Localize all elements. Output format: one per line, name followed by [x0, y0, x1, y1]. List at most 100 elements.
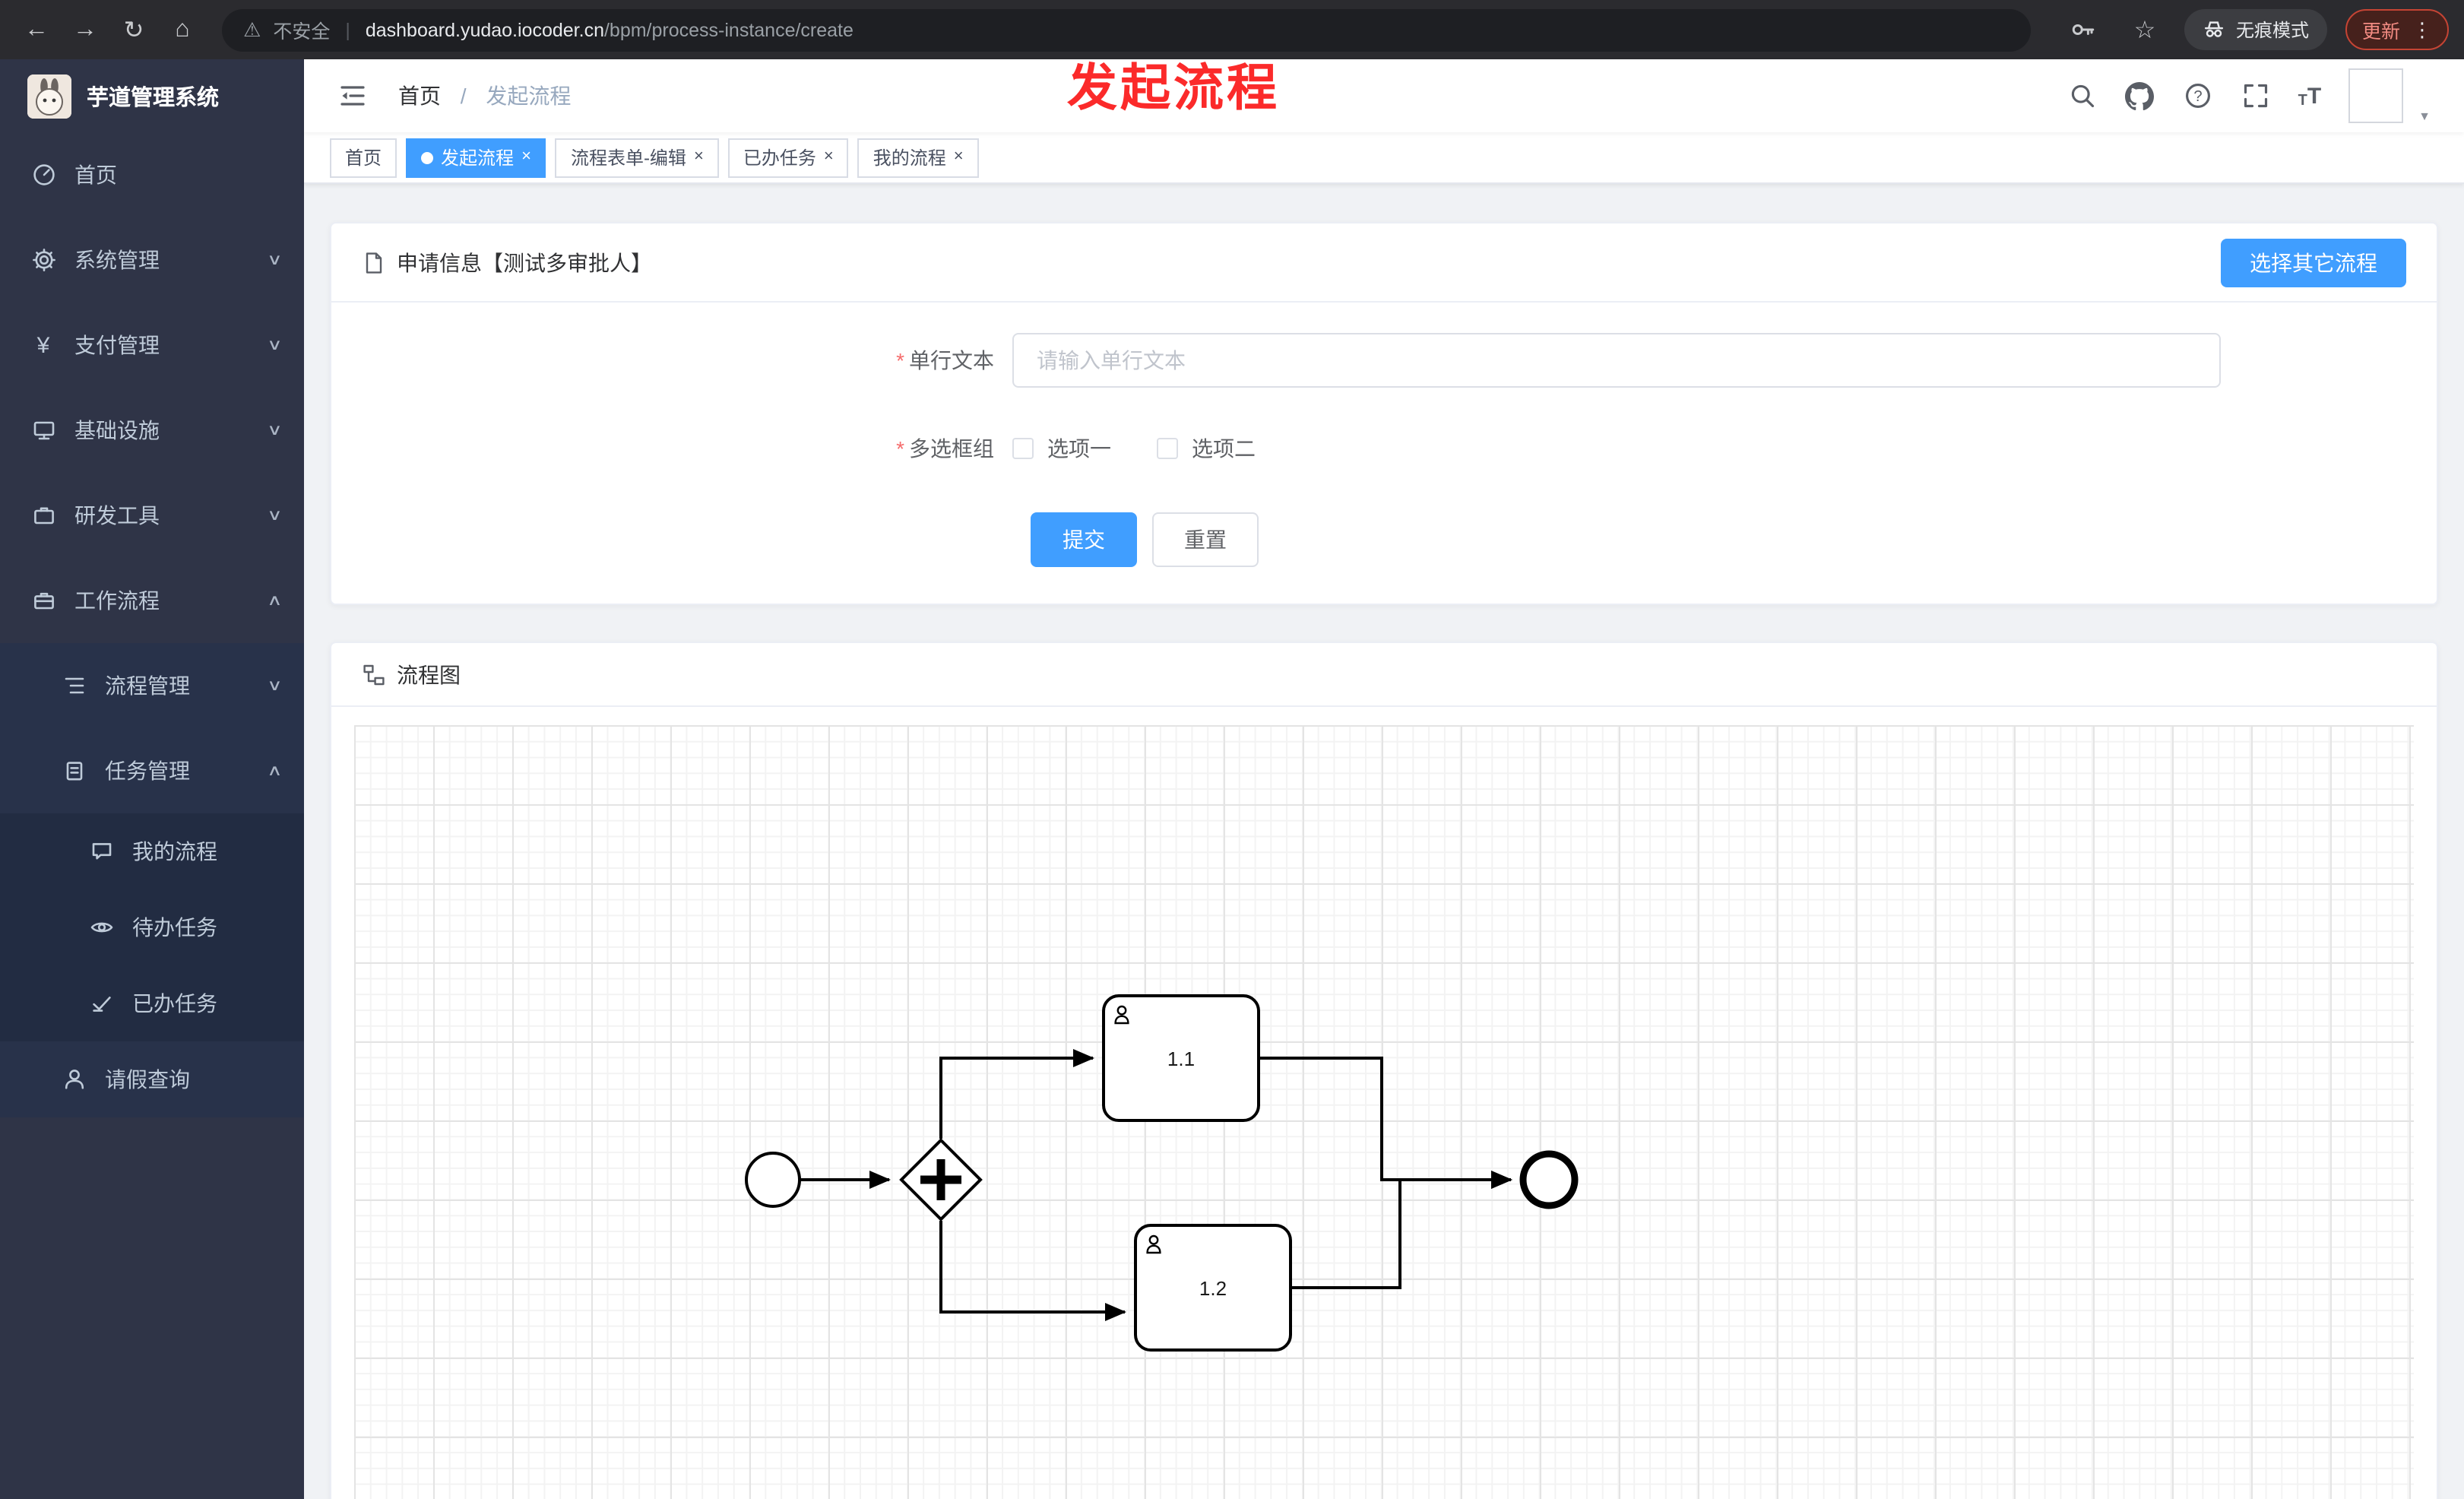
chevron-down-icon: ∨	[266, 252, 282, 268]
required-asterisk: *	[896, 348, 904, 372]
chevron-down-icon: ∨	[266, 337, 282, 353]
sidebar-item-infrastructure[interactable]: 基础设施 ∨	[0, 388, 304, 473]
browser-chrome: ← → ↻ ⌂ ⚠ 不安全 | dashboard.yudao.iocoder.…	[0, 0, 2464, 59]
password-key-icon[interactable]	[2063, 8, 2105, 51]
fullscreen-icon[interactable]	[2241, 81, 2271, 111]
sidebar-item-system[interactable]: 系统管理 ∨	[0, 217, 304, 303]
flow-gateway-to-task2[interactable]	[939, 1221, 1126, 1321]
url-text[interactable]: dashboard.yudao.iocoder.cn/bpm/process-i…	[366, 19, 854, 40]
task-label: 1.2	[1199, 1277, 1227, 1300]
close-icon[interactable]: ×	[521, 147, 531, 166]
user-task-icon	[1146, 1234, 1161, 1254]
sidebar-item-my-processes[interactable]: 我的流程	[0, 813, 304, 889]
flow-task2-to-end[interactable]	[1291, 1171, 1512, 1289]
sidebar-item-done-tasks[interactable]: 已办任务	[0, 965, 304, 1041]
sidebar-item-process-management[interactable]: 流程管理 ∨	[0, 643, 304, 728]
app-logo[interactable]: 芋道管理系统	[0, 59, 304, 132]
help-icon[interactable]: ?	[2183, 81, 2213, 111]
main-content: 申请信息【测试多审批人】 选择其它流程 *单行文本 *多选框组 选项一	[304, 184, 2464, 1499]
task-label: 1.1	[1167, 1047, 1195, 1070]
yen-icon: ¥	[36, 332, 50, 358]
eye-icon	[88, 914, 114, 940]
sidebar-item-workflow[interactable]: 工作流程 ∧	[0, 558, 304, 643]
single-line-text-input[interactable]	[1012, 333, 2221, 388]
sidebar-item-label: 已办任务	[132, 991, 217, 1016]
annotation-title: 发起流程	[1067, 59, 1280, 116]
reset-button[interactable]: 重置	[1152, 512, 1259, 567]
user-task-1-1[interactable]: 1.1	[1102, 994, 1260, 1122]
form-card-title: 申请信息【测试多审批人】	[397, 250, 652, 274]
sidebar-collapse-icon[interactable]	[337, 81, 368, 111]
tab-done-tasks[interactable]: 已办任务 ×	[727, 138, 849, 177]
browser-update-button[interactable]: 更新 ⋮	[2345, 9, 2449, 50]
checkbox-icon[interactable]	[1012, 438, 1034, 459]
browser-menu-icon[interactable]: ⋮	[2412, 17, 2432, 40]
flow-gateway-to-task1[interactable]	[939, 1049, 1094, 1139]
bookmark-star-icon[interactable]: ☆	[2133, 17, 2156, 43]
start-event[interactable]	[745, 1152, 801, 1208]
user-task-icon	[1114, 1005, 1129, 1025]
home-icon[interactable]: ⌂	[175, 16, 190, 42]
security-label[interactable]: 不安全	[273, 21, 331, 43]
address-bar[interactable]: ⚠ 不安全 | dashboard.yudao.iocoder.cn/bpm/p…	[222, 8, 2031, 51]
forward-icon[interactable]: →	[73, 16, 97, 42]
sidebar-item-devtools[interactable]: 研发工具 ∨	[0, 473, 304, 558]
sidebar-item-label: 我的流程	[132, 839, 217, 864]
checkbox-label: 选项一	[1047, 436, 1111, 461]
person-icon	[61, 1066, 87, 1092]
tab-label: 流程表单-编辑	[570, 147, 686, 169]
flow-task1-to-end[interactable]	[1259, 1057, 1512, 1189]
sidebar-item-label: 流程管理	[105, 673, 190, 698]
parallel-gateway[interactable]	[899, 1138, 983, 1222]
close-icon[interactable]: ×	[823, 147, 834, 166]
app-title: 芋道管理系统	[87, 86, 219, 110]
active-tab-dot	[421, 151, 434, 163]
checkbox-icon[interactable]	[1157, 438, 1178, 459]
checkbox-label: 选项二	[1192, 436, 1256, 461]
sidebar-item-task-management[interactable]: 任务管理 ∧	[0, 728, 304, 813]
document-icon	[362, 250, 386, 274]
tab-label: 发起流程	[441, 147, 515, 169]
user-task-1-2[interactable]: 1.2	[1134, 1224, 1292, 1352]
logo-image	[27, 74, 71, 118]
sidebar-item-payment[interactable]: ¥ 支付管理 ∨	[0, 303, 304, 388]
sidebar-item-pending-tasks[interactable]: 待办任务	[0, 889, 304, 965]
field-label-checkbox-group: *多选框组	[896, 436, 994, 461]
sidebar-item-label: 首页	[74, 163, 117, 187]
end-event[interactable]	[1519, 1150, 1579, 1209]
submit-button[interactable]: 提交	[1031, 512, 1137, 567]
back-icon[interactable]: ←	[24, 16, 49, 42]
gear-icon	[30, 247, 56, 273]
tree-icon	[61, 673, 87, 699]
search-icon[interactable]	[2067, 81, 2098, 111]
bpmn-canvas[interactable]: 1.1 1.2	[354, 725, 2414, 1499]
tab-process-form-edit[interactable]: 流程表单-编辑 ×	[555, 138, 719, 177]
checkbox-group: 选项一 选项二	[1012, 430, 1256, 467]
reload-icon[interactable]: ↻	[123, 17, 144, 43]
breadcrumb-separator: /	[460, 84, 467, 108]
tab-label: 已办任务	[743, 147, 816, 169]
select-other-process-button[interactable]: 选择其它流程	[2221, 238, 2406, 287]
warning-icon[interactable]: ⚠	[243, 17, 261, 40]
github-icon[interactable]	[2125, 81, 2155, 111]
avatar[interactable]	[2348, 68, 2404, 123]
tab-home[interactable]: 首页	[330, 138, 397, 177]
sidebar-item-leave-query[interactable]: 请假查询	[0, 1041, 304, 1117]
checkbox-option-2[interactable]: 选项二	[1157, 433, 1256, 464]
avatar-dropdown-caret-icon[interactable]: ▼	[2418, 109, 2431, 122]
incognito-icon	[2204, 21, 2224, 37]
sidebar-item-home[interactable]: 首页	[0, 132, 304, 217]
breadcrumb-home[interactable]: 首页	[398, 84, 441, 108]
checkbox-option-1[interactable]: 选项一	[1012, 433, 1111, 464]
flow-card-header: 流程图	[331, 643, 2437, 707]
chevron-down-icon: ∨	[266, 677, 282, 694]
tab-my-processes[interactable]: 我的流程 ×	[857, 138, 979, 177]
close-icon[interactable]: ×	[693, 147, 704, 166]
tab-initiate-process[interactable]: 发起流程 ×	[406, 138, 546, 177]
breadcrumb-current: 发起流程	[486, 84, 572, 108]
close-icon[interactable]: ×	[953, 147, 964, 166]
chevron-down-icon: ∨	[266, 422, 282, 439]
